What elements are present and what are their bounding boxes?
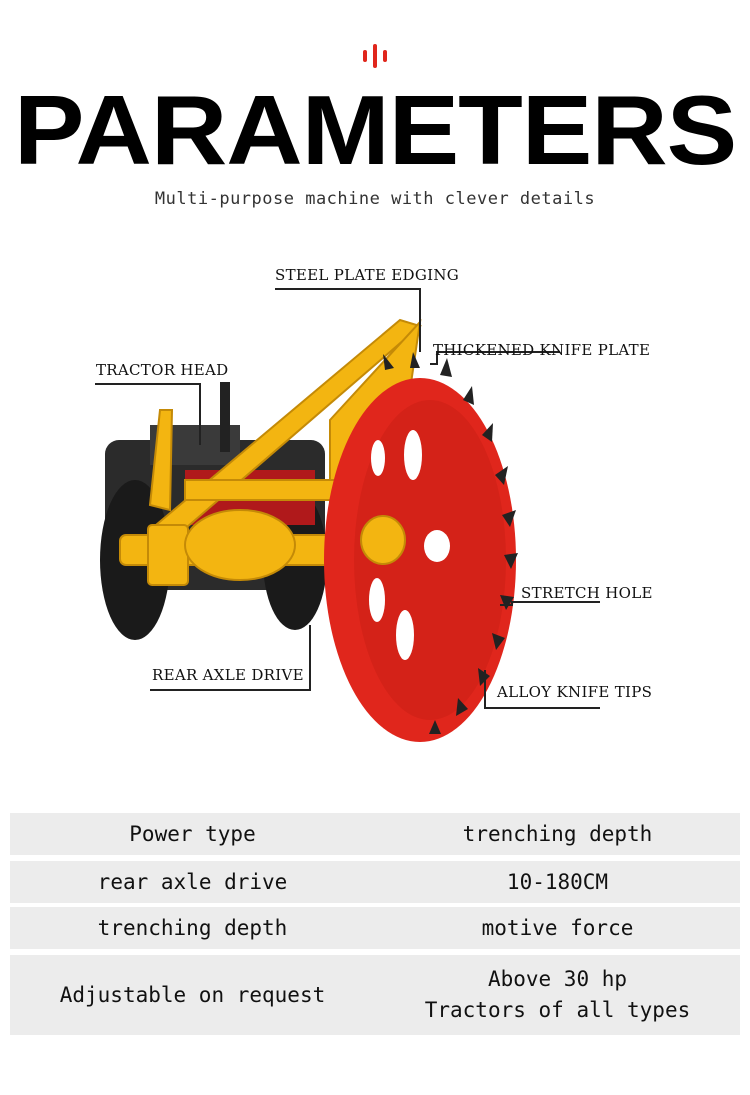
product-diagram: STEEL PLATE EDGING THICKENED KNIFE PLATE… xyxy=(0,240,750,760)
table-cell: Above 30 hp Tractors of all types xyxy=(375,964,740,1026)
table-row: rear axle drive 10-180CM xyxy=(10,861,740,903)
callout-stretch-hole: STRETCH HOLE xyxy=(521,584,653,602)
table-cell: Adjustable on request xyxy=(59,983,326,1007)
page-title: PARAMETERS xyxy=(13,75,737,185)
table-row: Adjustable on request Above 30 hp Tracto… xyxy=(10,955,740,1035)
callout-steel-plate-edging: STEEL PLATE EDGING xyxy=(275,266,460,284)
table-cell: 10-180CM xyxy=(506,870,609,894)
table-cell-line: Tractors of all types xyxy=(424,998,691,1022)
trencher-illustration xyxy=(95,288,600,742)
callout-alloy-knife-tips: ALLOY KNIFE TIPS xyxy=(497,683,653,701)
callout-rear-axle-drive: REAR AXLE DRIVE xyxy=(152,666,304,684)
callout-leaders xyxy=(95,288,600,709)
callout-thickened-knife-plate: THICKENED KNIFE PLATE xyxy=(433,341,651,359)
table-cell-line: Above 30 hp xyxy=(487,967,628,991)
table-row: trenching depth motive force xyxy=(10,907,740,949)
table-cell: trenching depth xyxy=(97,916,288,940)
table-cell: Power type xyxy=(129,822,256,846)
callout-tractor-head: TRACTOR HEAD xyxy=(96,361,229,379)
page-subtitle: Multi-purpose machine with clever detail… xyxy=(154,189,596,209)
red-bars-icon xyxy=(363,44,387,68)
table-cell: motive force xyxy=(481,916,634,940)
table-row: Power type trenching depth xyxy=(10,813,740,855)
red-cutting-wheel xyxy=(324,378,516,742)
table-cell: rear axle drive xyxy=(97,870,288,894)
table-cell: trenching depth xyxy=(462,822,653,846)
